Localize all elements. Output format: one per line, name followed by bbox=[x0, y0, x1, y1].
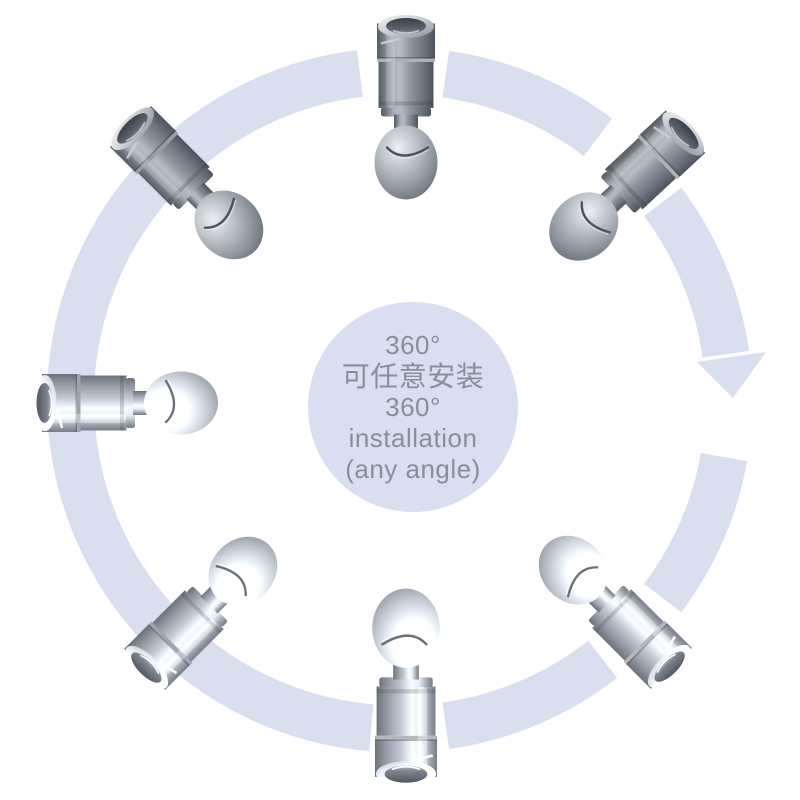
badge-line-installation: installation bbox=[348, 422, 478, 453]
badge-line-any-angle: (any angle) bbox=[345, 453, 481, 484]
badge-line-degrees-en: 360° bbox=[385, 391, 441, 422]
arrow-head bbox=[697, 352, 766, 398]
badge-line-degrees-cn: 360° bbox=[385, 329, 441, 360]
ring-segment-bottom-right bbox=[442, 640, 618, 750]
ring-segment-right-lower bbox=[643, 452, 748, 613]
ring-segment-top-right bbox=[442, 50, 613, 157]
ring-segment-right-upper bbox=[643, 187, 750, 358]
nozzle-left bbox=[32, 370, 220, 436]
nozzle-top bbox=[373, 13, 439, 201]
center-badge: 360° 可任意安装 360° installation (any angle) bbox=[308, 302, 518, 512]
clockwise-rotation-arrow-icon bbox=[697, 352, 766, 398]
badge-line-chinese: 可任意安装 bbox=[341, 360, 485, 392]
nozzle-bottom bbox=[371, 587, 441, 788]
